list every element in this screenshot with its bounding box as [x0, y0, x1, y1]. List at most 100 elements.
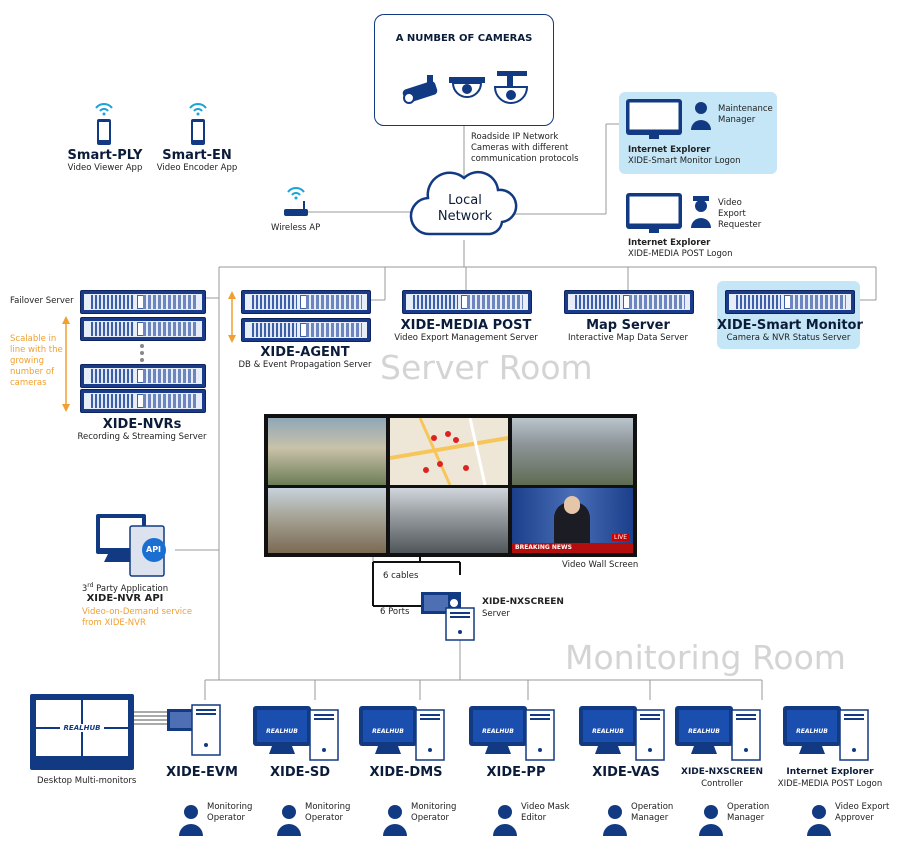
- realhub-logo: REALHUB: [592, 728, 624, 735]
- workstation-icon: [782, 704, 870, 766]
- cameras-title: A NUMBER OF CAMERAS: [395, 33, 533, 44]
- realhub-logo: REALHUB: [372, 728, 404, 735]
- nxscreen-desc: Server: [482, 609, 510, 619]
- workstation-icon: [578, 704, 666, 766]
- wireless-ap-label: Wireless AP: [271, 223, 321, 233]
- operator-person-icon: [806, 802, 832, 840]
- smart-monitor-rack: [725, 290, 855, 314]
- nxscreen-cables: 6 cables: [383, 571, 419, 581]
- news-logo: LIVE: [611, 534, 629, 541]
- agent-name: XIDE-AGENT: [260, 345, 350, 360]
- news-anchor-face: [564, 496, 580, 514]
- client-name: XIDE-PP: [486, 765, 546, 780]
- nvr-rack: [80, 389, 206, 413]
- client-role: Video Mask Editor: [521, 802, 570, 823]
- cameras-box: A NUMBER OF CAMERAS: [374, 14, 554, 126]
- nxscreen-ports: 6 Ports: [380, 607, 410, 617]
- dome-camera-icon: [449, 77, 485, 98]
- client-role: Video Export Approver: [835, 802, 890, 823]
- client-role: Monitoring Operator: [305, 802, 351, 823]
- monitor-icon: [626, 99, 682, 139]
- client-name: XIDE-VAS: [592, 765, 660, 780]
- workstation-icon: [252, 704, 340, 766]
- client-name: XIDE-SD: [269, 765, 331, 780]
- maintenance-app: Internet Explorer: [628, 145, 711, 155]
- smart-en-desc: Video Encoder App: [156, 163, 238, 173]
- ptz-camera-icon: [493, 71, 529, 104]
- smart-ply-desc: Video Viewer App: [67, 163, 143, 173]
- realhub-logo: REALHUB: [60, 724, 104, 732]
- maintenance-sub: XIDE-Smart Monitor Logon: [628, 156, 741, 166]
- operator-person-icon: [698, 802, 724, 840]
- third-party-name: XIDE-NVR API: [86, 593, 164, 604]
- video-wall-label: Video Wall Screen: [562, 560, 639, 570]
- media-post-name: XIDE-MEDIA POST: [400, 318, 532, 333]
- news-ticker: BREAKING NEWS: [512, 543, 633, 553]
- third-party-label-sup: rd: [87, 582, 94, 589]
- local-network-line2: Network: [437, 209, 493, 224]
- smart-ply-name: Smart-PLY: [67, 148, 143, 163]
- realhub-logo: REALHUB: [482, 728, 514, 735]
- nvr-rack: [80, 364, 206, 388]
- nvr-rack-failover: [80, 290, 206, 314]
- operator-person-icon: [602, 802, 628, 840]
- nxscreen-name: XIDE-NXSCREEN: [482, 597, 564, 607]
- person-icon: [691, 102, 711, 130]
- map-server-name: Map Server: [586, 318, 670, 333]
- media-post-rack: [402, 290, 532, 314]
- monitor-icon: [626, 193, 682, 233]
- video-tile-map: [390, 418, 508, 485]
- roadside-note: Roadside IP Network Cameras with differe…: [471, 132, 579, 164]
- client-role: Monitoring Operator: [411, 802, 457, 823]
- nxscreen-server-icon: [421, 592, 475, 641]
- api-badge: API: [146, 545, 162, 554]
- video-tile-highway: [512, 418, 633, 485]
- video-wall: BREAKING NEWS LIVE: [264, 414, 637, 557]
- export-requester-sub: XIDE-MEDIA POST Logon: [628, 249, 733, 259]
- export-requester-app: Internet Explorer: [628, 238, 711, 248]
- smart-monitor-name: XIDE-Smart Monitor: [717, 318, 863, 333]
- scalable-note: Scalable in line with the growing number…: [10, 334, 63, 388]
- operator-person-icon: [492, 802, 518, 840]
- client-role: Monitoring Operator: [207, 802, 253, 823]
- video-tile-city: [268, 418, 386, 485]
- video-tile-construction: [268, 488, 386, 553]
- client-sub: Controller: [701, 779, 743, 789]
- third-party-label: 3rd Party Application: [70, 580, 180, 595]
- workstation-icon: [358, 704, 446, 766]
- local-network-line1: Local: [448, 193, 482, 208]
- realhub-logo: REALHUB: [796, 728, 828, 735]
- export-requester-role: Video Export Requester: [718, 198, 762, 230]
- desktop-multi-monitors: REALHUB: [30, 694, 134, 770]
- client-role: Operation Manager: [727, 802, 770, 823]
- client-name: XIDE-DMS: [369, 765, 443, 780]
- agent-desc: DB & Event Propagation Server: [238, 360, 372, 370]
- bullet-camera-icon: [402, 75, 438, 104]
- nvrs-desc: Recording & Streaming Server: [77, 432, 207, 442]
- client-name: Internet Explorer: [786, 767, 874, 777]
- nvrs-name: XIDE-NVRs: [102, 417, 182, 432]
- failover-label: Failover Server: [10, 296, 74, 306]
- maintenance-role: Maintenance Manager: [718, 104, 773, 125]
- client-sub: XIDE-MEDIA POST Logon: [777, 779, 883, 789]
- video-tile-news: BREAKING NEWS LIVE: [512, 488, 633, 553]
- smartphone-wifi-icon: [189, 103, 207, 145]
- client-role: Operation Manager: [631, 802, 674, 823]
- third-party-label-post: Party Application: [93, 583, 169, 594]
- officer-person-icon: [691, 196, 711, 228]
- local-network-cloud-icon: [409, 170, 518, 236]
- map-server-desc: Interactive Map Data Server: [567, 333, 688, 343]
- workstation-icon: [468, 704, 556, 766]
- smartphone-wifi-icon: [95, 103, 113, 145]
- client-name: XIDE-EVM: [166, 765, 238, 780]
- wireless-ap-icon: [284, 187, 308, 216]
- operator-person-icon: [276, 802, 302, 840]
- monitoring-room-label: Monitoring Room: [565, 638, 846, 677]
- realhub-logo: REALHUB: [688, 728, 720, 735]
- operator-person-icon: [382, 802, 408, 840]
- map-server-rack: [564, 290, 694, 314]
- server-room-label: Server Room: [380, 348, 593, 387]
- workstation-icon: [674, 704, 762, 766]
- video-tile-street: [390, 488, 508, 553]
